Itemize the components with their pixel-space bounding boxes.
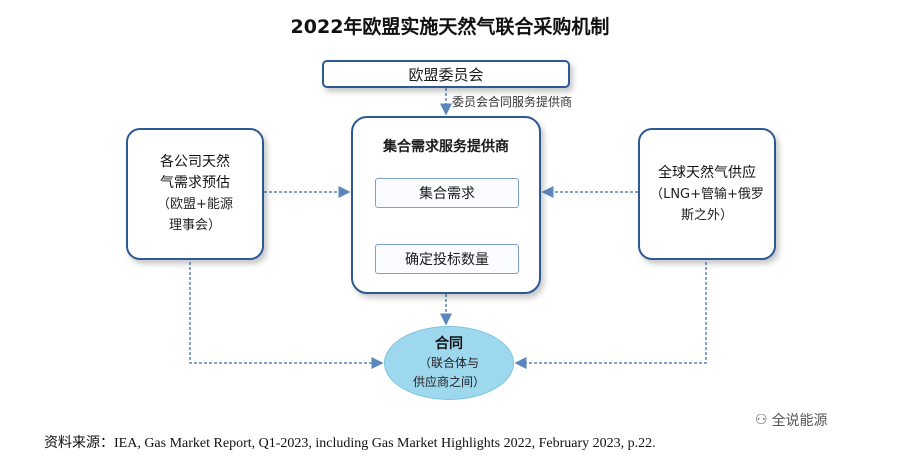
contract-title: 合同 [435, 335, 463, 352]
page-title: 2022年欧盟实施天然气联合采购机制 [290, 16, 610, 38]
tender-volume-step: 确定投标数量 [375, 244, 519, 274]
contract-line2: 供应商之间） [412, 374, 485, 389]
arrow-right-to-contract [514, 262, 707, 369]
aggregate-demand-label: 集合需求 [419, 186, 475, 202]
global-supply-line1: 全球天然气供应 [658, 164, 756, 181]
watermark-text: 全说能源 [771, 413, 828, 429]
aggregation-service-title: 集合需求服务提供商 [383, 139, 509, 155]
watermark: ⚇ 全说能源 [755, 410, 828, 430]
tender-volume-label: 确定投标数量 [405, 252, 489, 268]
demand-estimate-line4: 理事会） [168, 218, 221, 233]
demand-estimate-line2: 气需求预估 [160, 175, 230, 191]
aggregation-service-box: 集合需求服务提供商 集合需求 确定投标数量 [351, 116, 541, 294]
contract-service-provider-label: 委员会合同服务提供商 [452, 95, 573, 109]
wechat-icon: ⚇ [755, 412, 768, 428]
demand-estimate-line1: 各公司天然 [160, 154, 230, 170]
contract-ellipse: 合同 （联合体与 供应商之间） [384, 326, 514, 400]
eu-commission-label: 欧盟委员会 [408, 65, 484, 84]
source-note: 资料来源：IEA, Gas Market Report, Q1-2023, in… [44, 436, 656, 451]
contract-line1: （联合体与 [418, 355, 479, 370]
demand-estimate-line3: （欧盟+能源 [157, 197, 233, 212]
aggregate-demand-step: 集合需求 [375, 178, 519, 208]
global-supply-line2: （LNG+管输+俄罗 [650, 186, 764, 202]
eu-commission-box: 欧盟委员会 [322, 60, 570, 88]
arrow-left-to-contract [189, 262, 384, 369]
demand-estimate-box: 各公司天然 气需求预估 （欧盟+能源 理事会） [126, 128, 264, 260]
global-supply-line3: 斯之外） [680, 207, 733, 223]
global-supply-box: 全球天然气供应 （LNG+管输+俄罗 斯之外） [638, 128, 776, 260]
